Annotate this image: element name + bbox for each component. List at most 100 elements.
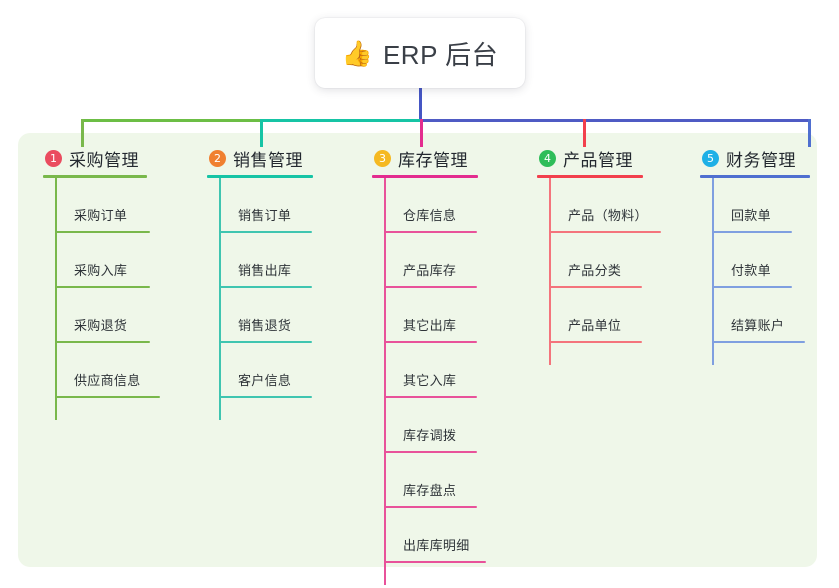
connector-drop-2 (260, 119, 263, 147)
leaf-node[interactable]: 仓库信息 (384, 178, 478, 233)
diagram-background-panel (18, 133, 817, 567)
leaf-node-label: 回款单 (731, 208, 771, 223)
leaf-node-label: 付款单 (731, 263, 771, 278)
leaf-node[interactable]: 结算账户 (712, 288, 810, 343)
connector-drop-5 (808, 119, 811, 147)
leaf-node-label: 销售退货 (238, 318, 292, 333)
branch-title-5: 财务管理 (726, 150, 796, 170)
branch-trunk-4 (549, 178, 551, 365)
branch-body-2: 销售订单销售出库销售退货客户信息 (219, 178, 313, 420)
leaf-node-underline (219, 341, 312, 343)
leaf-node-underline (712, 286, 792, 288)
leaf-node-label: 产品单位 (568, 318, 622, 333)
leaf-node-underline (549, 286, 642, 288)
leaf-node[interactable]: 销售退货 (219, 288, 313, 343)
leaf-node[interactable]: 回款单 (712, 178, 810, 233)
branch-body-1: 采购订单采购入库采购退货供应商信息 (55, 178, 160, 420)
leaf-node-underline (55, 396, 160, 398)
leaf-node-label: 供应商信息 (74, 373, 141, 388)
leaf-node-underline (712, 231, 792, 233)
thumbs-up-icon: 👍 (341, 38, 373, 68)
branch-trunk-2 (219, 178, 221, 420)
leaf-node[interactable]: 库存盘点 (384, 453, 478, 508)
leaf-node-underline (384, 341, 477, 343)
leaf-node[interactable]: 产品库存 (384, 233, 478, 288)
branch-badge-3: 3 (374, 149, 391, 167)
connector-drop-4 (583, 119, 586, 147)
branch-badge-4: 4 (539, 149, 556, 167)
branch-title-3: 库存管理 (398, 150, 468, 170)
branch-title-4: 产品管理 (563, 150, 633, 170)
leaf-node[interactable]: 产品单位 (549, 288, 643, 343)
leaf-node-label: 产品分类 (568, 263, 622, 278)
leaf-node[interactable]: 销售订单 (219, 178, 313, 233)
leaf-node-underline (384, 231, 477, 233)
leaf-node[interactable]: 其它入库 (384, 343, 478, 398)
connector-root-stem (419, 88, 422, 122)
leaf-node-label: 客户信息 (238, 373, 292, 388)
connector-bus-green (81, 119, 260, 122)
root-node-label: ERP 后台 (382, 39, 499, 70)
leaf-node-underline (219, 286, 312, 288)
leaf-node[interactable]: 付款单 (712, 233, 810, 288)
branch-column-2: 2 销售管理销售订单销售出库销售退货客户信息 (207, 146, 313, 420)
branch-header-4[interactable]: 4 产品管理 (537, 146, 643, 170)
branch-header-5[interactable]: 5 财务管理 (700, 146, 810, 170)
leaf-node[interactable]: 库存调拨 (384, 398, 478, 453)
leaf-node-label: 仓库信息 (403, 208, 457, 223)
leaf-node[interactable]: 销售出库 (219, 233, 313, 288)
leaf-node-underline (219, 231, 312, 233)
branch-trunk-1 (55, 178, 57, 420)
leaf-node-underline (549, 341, 642, 343)
branch-header-2[interactable]: 2 销售管理 (207, 146, 313, 170)
connector-drop-1 (81, 119, 84, 147)
leaf-node-label: 销售订单 (238, 208, 292, 223)
connector-drop-3 (420, 119, 423, 147)
leaf-node-label: 其它入库 (403, 373, 457, 388)
branch-column-4: 4 产品管理产品（物料） 产品分类产品单位 (537, 146, 661, 365)
leaf-node-label: 出库库明细 (403, 538, 470, 553)
leaf-node-label: 库存盘点 (403, 483, 457, 498)
leaf-node-underline (55, 231, 150, 233)
leaf-node-underline (384, 451, 477, 453)
leaf-node[interactable]: 出库库明细 (384, 508, 486, 563)
branch-title-2: 销售管理 (233, 150, 303, 170)
branch-body-3: 仓库信息产品库存其它出库其它入库库存调拨库存盘点出库库明细 (384, 178, 486, 585)
leaf-node[interactable]: 其它出库 (384, 288, 478, 343)
connector-bus-teal (260, 119, 445, 122)
leaf-node-underline (55, 286, 150, 288)
branch-underline-5 (700, 175, 810, 178)
branch-column-3: 3 库存管理仓库信息产品库存其它出库其它入库库存调拨库存盘点出库库明细 (372, 146, 486, 585)
root-node[interactable]: 👍 ERP 后台 (315, 18, 525, 88)
leaf-node-underline (549, 231, 661, 233)
leaf-node-label: 采购退货 (74, 318, 128, 333)
leaf-node[interactable]: 产品（物料） (549, 178, 661, 233)
leaf-node-label: 其它出库 (403, 318, 457, 333)
branch-body-4: 产品（物料） 产品分类产品单位 (549, 178, 661, 365)
leaf-node-underline (384, 286, 477, 288)
leaf-node-label: 产品库存 (403, 263, 457, 278)
leaf-node[interactable]: 产品分类 (549, 233, 643, 288)
leaf-node-underline (219, 396, 312, 398)
leaf-node-label: 库存调拨 (403, 428, 457, 443)
leaf-node[interactable]: 客户信息 (219, 343, 313, 398)
leaf-node-underline (712, 341, 805, 343)
branch-badge-5: 5 (702, 149, 719, 167)
leaf-node[interactable]: 采购入库 (55, 233, 150, 288)
leaf-node[interactable]: 采购退货 (55, 288, 150, 343)
leaf-node[interactable]: 供应商信息 (55, 343, 160, 398)
leaf-node-underline (384, 561, 486, 563)
leaf-node-underline (384, 506, 477, 508)
leaf-node-underline (55, 341, 150, 343)
branch-badge-2: 2 (209, 149, 226, 167)
branch-body-5: 回款单付款单结算账户 (712, 178, 810, 365)
leaf-node-label: 采购订单 (74, 208, 128, 223)
branch-underline-3 (372, 175, 478, 178)
branch-underline-2 (207, 175, 313, 178)
leaf-node[interactable]: 采购订单 (55, 178, 150, 233)
branch-header-3[interactable]: 3 库存管理 (372, 146, 478, 170)
leaf-node-label: 结算账户 (731, 318, 785, 333)
connector-bus-indigo (420, 119, 808, 122)
leaf-node-label: 产品（物料） (568, 208, 648, 223)
